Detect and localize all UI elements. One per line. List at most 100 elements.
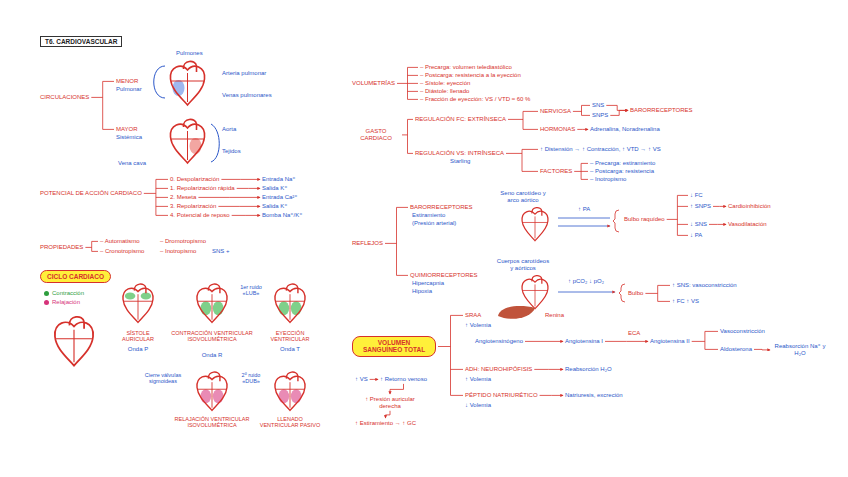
bracket (613, 210, 619, 232)
text-label: – Inotropismo (590, 176, 626, 183)
legend-row: Contracción (44, 290, 84, 297)
heart-figure (197, 284, 227, 322)
chamber-fill (125, 292, 136, 299)
text-label: ↑ FC ↑ VS (672, 298, 699, 305)
bracket-line (508, 111, 538, 129)
bracket-line (397, 67, 418, 99)
text-label: Cierre válvulas sigmoideas (140, 372, 186, 385)
text-label: ↑ Retorno venoso (380, 376, 427, 383)
text-label: ↑ VS (355, 376, 368, 383)
text-label: Adrenalina, Noradrenalina (590, 126, 660, 133)
text-label: Entrada Na⁺ (262, 176, 296, 183)
text-label: – Dromotropismo (160, 238, 206, 245)
bracket-line (645, 285, 670, 301)
bracket-line (85, 241, 98, 251)
chamber-fill (291, 301, 302, 315)
text-label: Hipercapnia (412, 280, 444, 287)
text-label: CONTRACCIÓN VENTRICULAR ISOVOLUMÉTRICA (170, 330, 254, 343)
node-text: T6. CARDIOVASCULAR (45, 38, 117, 45)
text-label: Angiotensina II (650, 338, 690, 345)
heart-symbol (197, 372, 227, 410)
text-label: ↑ PA (578, 206, 590, 213)
text-label: BARORRECEPTORES (410, 204, 473, 211)
bracket-line (402, 119, 413, 153)
text-label: Aorta (222, 126, 236, 133)
legend-swatch (44, 291, 49, 296)
text-label: MENOR (116, 78, 138, 85)
heart-symbol (170, 119, 204, 163)
text-label: Pulmonar (116, 86, 142, 93)
circulation-loop (154, 66, 165, 98)
text-label: POTENCIAL DE ACCIÓN CARDIACO (40, 190, 142, 197)
text-label: Venas pulmonares (222, 92, 272, 99)
heart-symbol (522, 276, 548, 309)
highlight-box: CICLO CARDIACO (40, 270, 111, 283)
text-label: SNS (592, 102, 604, 109)
text-label: 1er ruido «LUB» (236, 284, 266, 297)
heart-figure (170, 61, 204, 105)
chamber-fill (201, 389, 212, 403)
text-label: Tejidos (222, 148, 241, 155)
arrow-line (370, 379, 378, 380)
reflex-arrow (558, 292, 615, 293)
text-label: CIRCULACIONES (40, 94, 89, 101)
text-label: Vasodilatación (728, 221, 767, 228)
text-label: 3. Repolarización (170, 203, 216, 210)
text-label: ↓ Volemia (465, 402, 491, 409)
text-label: 4. Potencial de reposo (170, 212, 230, 219)
text-label: FACTORES (540, 168, 572, 175)
chamber-fill (201, 301, 212, 315)
text-label: Salida K⁺ (262, 185, 288, 192)
text-label: Vasoconstricción (720, 328, 765, 335)
chamber-fill (141, 292, 152, 299)
arrow-line (577, 129, 588, 130)
text-label: – Postcarga: resistencia (590, 168, 654, 175)
text-label: ↑ SNPS (690, 203, 711, 210)
text-label: ↓ PA (690, 232, 702, 239)
legend: ContracciónRelajación (44, 290, 84, 308)
text-label: ↑ Volemia (465, 376, 491, 383)
heart-symbol (522, 208, 548, 241)
text-label: EYECCIÓN VENTRICULAR (258, 330, 322, 343)
heart-figure (55, 317, 93, 366)
arrow-line (540, 395, 563, 396)
chamber-fill (213, 389, 224, 403)
text-label: NERVIOSA (540, 108, 571, 115)
bracket-line (667, 195, 688, 235)
text-label: Seno carotídeo y arco aórtico (495, 190, 551, 204)
heart-figure (275, 284, 305, 322)
text-label: VOLUMETRÍAS (352, 80, 395, 87)
text-label: ↑ Distensión → ↑ Contracción, ↑ VTD → ↑ … (540, 146, 661, 153)
text-label: ↑ pCO₂ ↓ pO₂ (568, 278, 604, 285)
text-label: ECA (628, 330, 640, 337)
text-label: Aldosterona (720, 346, 752, 353)
text-label: Onda P (116, 346, 160, 353)
text-label: PÉPTIDO NATRIURÉTICO (465, 392, 538, 399)
legend-text: Contracción (52, 290, 84, 297)
text-label: SNPS (592, 112, 608, 119)
bracket (619, 284, 625, 302)
node-text: CICLO CARDIACO (47, 273, 104, 280)
text-label: LLENADO VENTRICULAR PASIVO (258, 416, 322, 429)
text-label: Sistémica (116, 134, 142, 141)
text-label: ↑ SNS: vasoconstricción (672, 282, 737, 289)
arrow-line (390, 384, 404, 394)
text-label: REGULACIÓN VS: INTRÍNSECA (415, 150, 504, 157)
arrow-line (606, 105, 628, 110)
heart-symbol (275, 284, 305, 322)
text-label: – Sístole: eyección (420, 80, 470, 87)
chamber-fill (279, 389, 290, 403)
arrow-line (709, 224, 726, 225)
text-label: PROPIEDADES (40, 244, 83, 251)
heart-figure (522, 276, 548, 309)
text-label: GASTO CARDIACO (352, 128, 400, 142)
text-label: Hipoxia (412, 288, 432, 295)
text-label: 2. Meseta (170, 194, 196, 201)
text-label: ↑ Presión auricular derecha (355, 396, 425, 410)
chamber-fill (279, 301, 290, 315)
text-label: Renina (545, 312, 564, 319)
text-label: Arteria pulmonar (222, 70, 266, 77)
arrow-line (386, 411, 391, 418)
text-label: Cardioinhibición (728, 203, 771, 210)
text-label: ↑ Volemia (465, 322, 491, 329)
